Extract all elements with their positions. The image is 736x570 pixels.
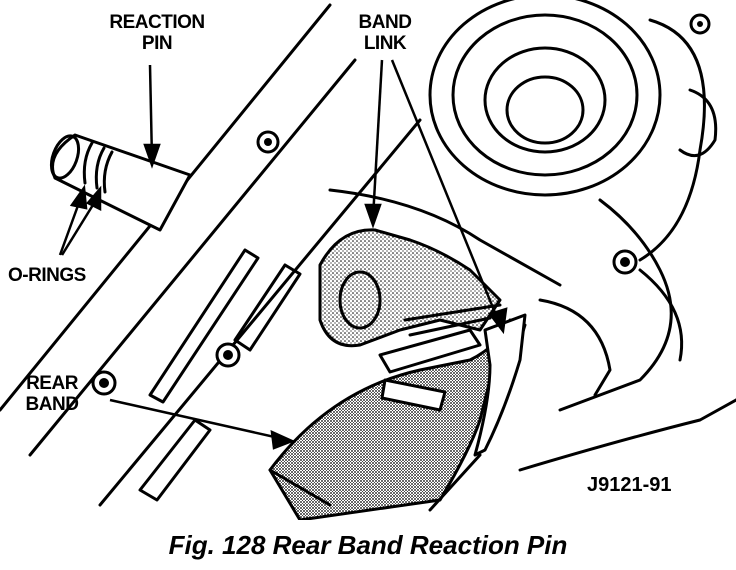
leader-o-ring-2 [60,199,98,256]
band-link-eye [338,270,382,330]
leader-rear-band [109,398,289,442]
bore-core [505,75,585,145]
o-ring-groove-3 [102,150,114,194]
case-slot-2 [233,263,302,352]
reaction-pin-end [49,134,81,180]
bore-mid [451,13,639,177]
housing-lower [518,398,736,472]
band-lower-edge [268,453,482,512]
case-edge-inner [28,58,357,457]
leader-o-ring-1 [58,199,82,256]
bore-inner [483,46,607,154]
band-clip [473,313,527,457]
band-end-tab [380,378,447,412]
band-apply-strut [403,303,502,337]
label-reaction-pin-line2: PIN [141,33,173,54]
case-slot-1 [148,248,260,404]
figure-id: J9121-91 [587,474,672,496]
label-reaction-pin-line1: REACTION [109,12,205,33]
o-ring-groove-1 [82,141,94,185]
rear-band-reaction-pin-illustration [0,0,736,520]
housing-lobe [678,88,718,158]
label-o-rings-text: O-RINGS [8,265,86,286]
housing-web [328,188,562,287]
case-slot-3 [138,418,212,502]
label-band-link-line2: LINK [363,33,407,54]
label-band-link: BAND LINK [345,12,425,54]
bore-outer [428,0,662,197]
label-rear-band: REAR BAND [12,373,92,415]
band-end-block [378,328,482,374]
o-ring-groove-2 [94,146,106,190]
label-rear-band-line2: BAND [25,394,79,415]
leader-band-link-1 [371,59,384,219]
label-o-rings: O-RINGS [8,265,118,286]
figure-caption: Fig. 128 Rear Band Reaction Pin [168,530,568,560]
housing-frame [558,198,673,412]
band-link-lever [318,228,502,348]
case-edge-lower [98,118,422,507]
label-rear-band-line1: REAR [26,373,78,394]
label-reaction-pin: REACTION PIN [102,12,212,54]
housing-rib-2 [638,268,684,362]
housing-rib [538,298,612,397]
leader-band-link-2 [390,59,502,326]
label-band-link-line1: BAND [358,12,412,33]
housing-right [638,18,706,262]
